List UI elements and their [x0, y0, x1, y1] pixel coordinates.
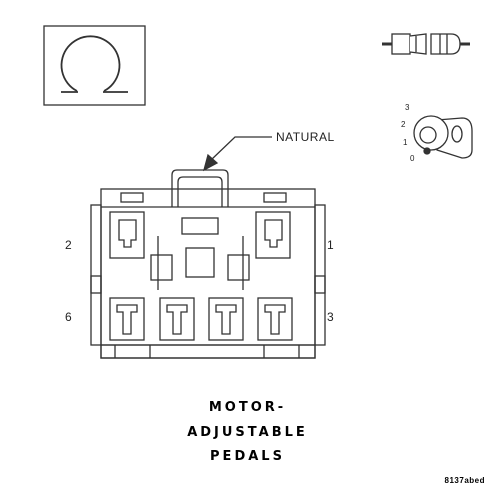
cavity-label-6: 6 [65, 310, 72, 324]
callout-arrowhead [202, 153, 219, 172]
callout-label: NATURAL [276, 130, 335, 144]
title-line-1: MOTOR- [208, 400, 287, 415]
terminal-cavity-3 [257, 297, 293, 341]
switch-position-0: 0 [410, 154, 415, 163]
switch-position-1: 1 [403, 138, 408, 147]
ignition-switch-icon [413, 115, 473, 159]
omega-symbol-box [43, 25, 146, 106]
terminal-cavity-5 [159, 297, 195, 341]
omega-box-frame [43, 25, 146, 106]
connector-latch [171, 169, 229, 207]
connector-mating-icon [382, 33, 470, 55]
switch-position-2: 2 [401, 120, 406, 129]
terminal-cavity-2 [109, 211, 145, 259]
connector-body [90, 169, 326, 359]
omega-icon [60, 35, 121, 92]
terminal-cavity-6 [109, 297, 145, 341]
cavity-label-1: 1 [327, 238, 334, 252]
switch-position-3: 3 [405, 103, 410, 112]
title-line-2: ADJUSTABLE [187, 425, 308, 440]
cavity-label-3: 3 [327, 310, 334, 324]
omega-symbol-text: Ω [94, 69, 95, 71]
cavity-label-2: 2 [65, 238, 72, 252]
callout-leader [210, 136, 272, 161]
terminal-cavity-4 [208, 297, 244, 341]
terminal-cavity-1 [255, 211, 291, 259]
figure-id: 8137abed [444, 476, 485, 485]
title-line-3: PEDALS [210, 449, 285, 464]
